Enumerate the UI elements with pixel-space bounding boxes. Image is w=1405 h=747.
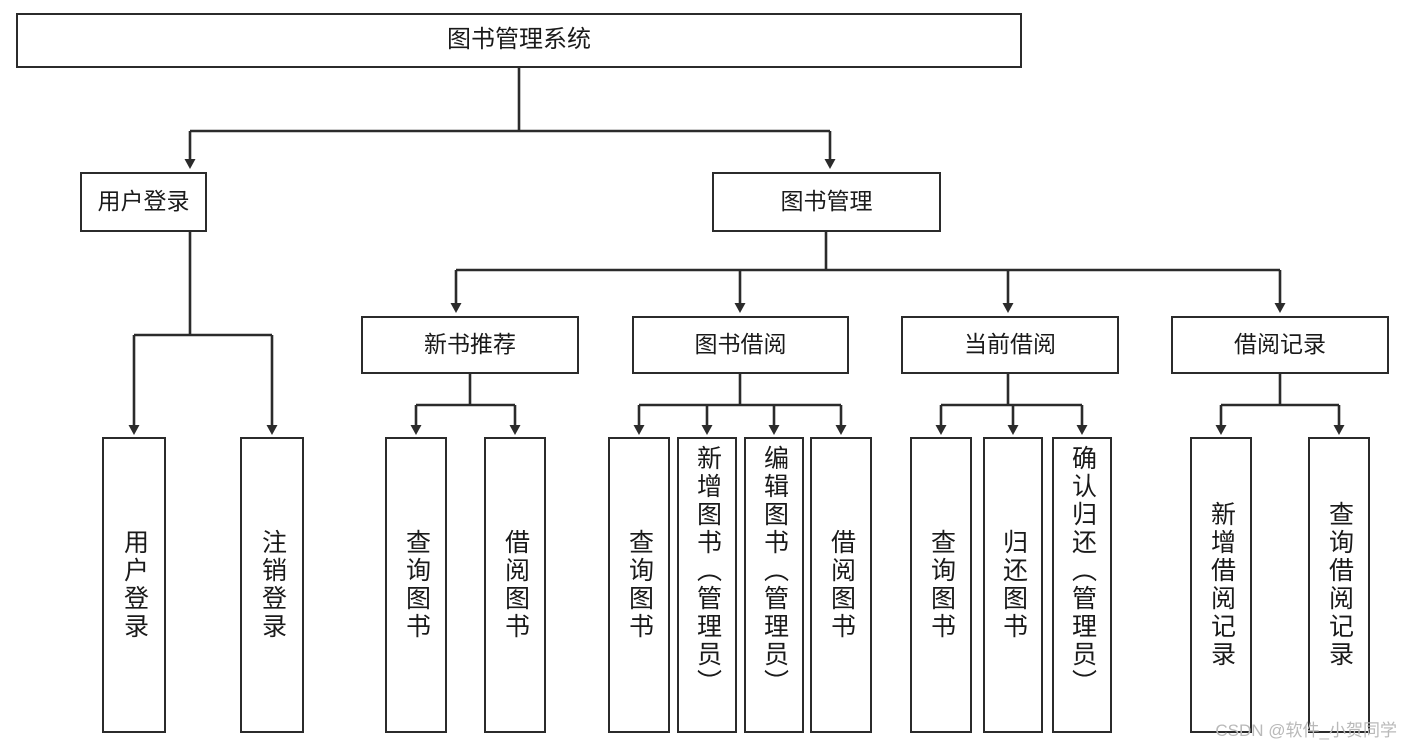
node-book-borrow-label: 图书借阅 [694,331,787,358]
leaf-query-book-recommend[interactable]: 查询图书 [385,437,447,733]
leaf-query-borrow-record[interactable]: 查询借阅记录 [1308,437,1370,733]
node-root-label: 图书管理系统 [447,26,591,54]
leaf-query-book-borrow-label: 查询图书 [625,529,654,641]
leaf-borrow-book-label: 借阅图书 [827,529,856,641]
leaf-logout-label: 注销登录 [258,529,287,641]
node-borrow-records[interactable]: 借阅记录 [1171,316,1389,374]
node-new-book-recommend[interactable]: 新书推荐 [361,316,579,374]
leaf-query-book-current-label: 查询图书 [927,529,956,641]
leaf-edit-book-admin-label: 编辑图书（管理员） [760,445,789,697]
leaf-logout[interactable]: 注销登录 [240,437,304,733]
leaf-query-borrow-record-label: 查询借阅记录 [1325,501,1354,669]
node-root[interactable]: 图书管理系统 [16,13,1022,68]
node-book-management-label: 图书管理 [780,188,873,215]
watermark: CSDN @软件_小贺同学 [1215,721,1397,740]
leaf-borrow-book-recommend-label: 借阅图书 [501,529,530,641]
leaf-return-book[interactable]: 归还图书 [983,437,1043,733]
node-borrow-records-label: 借阅记录 [1234,331,1326,358]
node-book-borrow[interactable]: 图书借阅 [632,316,849,374]
leaf-query-book-current[interactable]: 查询图书 [910,437,972,733]
leaf-return-book-label: 归还图书 [999,529,1028,641]
leaf-borrow-book-recommend[interactable]: 借阅图书 [484,437,546,733]
leaf-confirm-return-admin-label: 确认归还（管理员） [1068,445,1097,697]
leaf-add-book-admin-label: 新增图书（管理员） [693,445,722,697]
leaf-borrow-book[interactable]: 借阅图书 [810,437,872,733]
node-user-login[interactable]: 用户登录 [80,172,207,232]
node-new-book-recommend-label: 新书推荐 [424,331,516,358]
leaf-confirm-return-admin[interactable]: 确认归还（管理员） [1052,437,1112,733]
leaf-query-book-recommend-label: 查询图书 [402,529,431,641]
node-current-borrow[interactable]: 当前借阅 [901,316,1119,374]
node-book-management[interactable]: 图书管理 [712,172,941,232]
leaf-user-login-label: 用户登录 [120,529,149,641]
leaf-add-borrow-record[interactable]: 新增借阅记录 [1190,437,1252,733]
node-user-login-label: 用户登录 [97,188,190,215]
leaf-user-login[interactable]: 用户登录 [102,437,166,733]
leaf-add-book-admin[interactable]: 新增图书（管理员） [677,437,737,733]
leaf-add-borrow-record-label: 新增借阅记录 [1207,501,1236,669]
leaf-query-book-borrow[interactable]: 查询图书 [608,437,670,733]
leaf-edit-book-admin[interactable]: 编辑图书（管理员） [744,437,804,733]
node-current-borrow-label: 当前借阅 [964,331,1056,358]
